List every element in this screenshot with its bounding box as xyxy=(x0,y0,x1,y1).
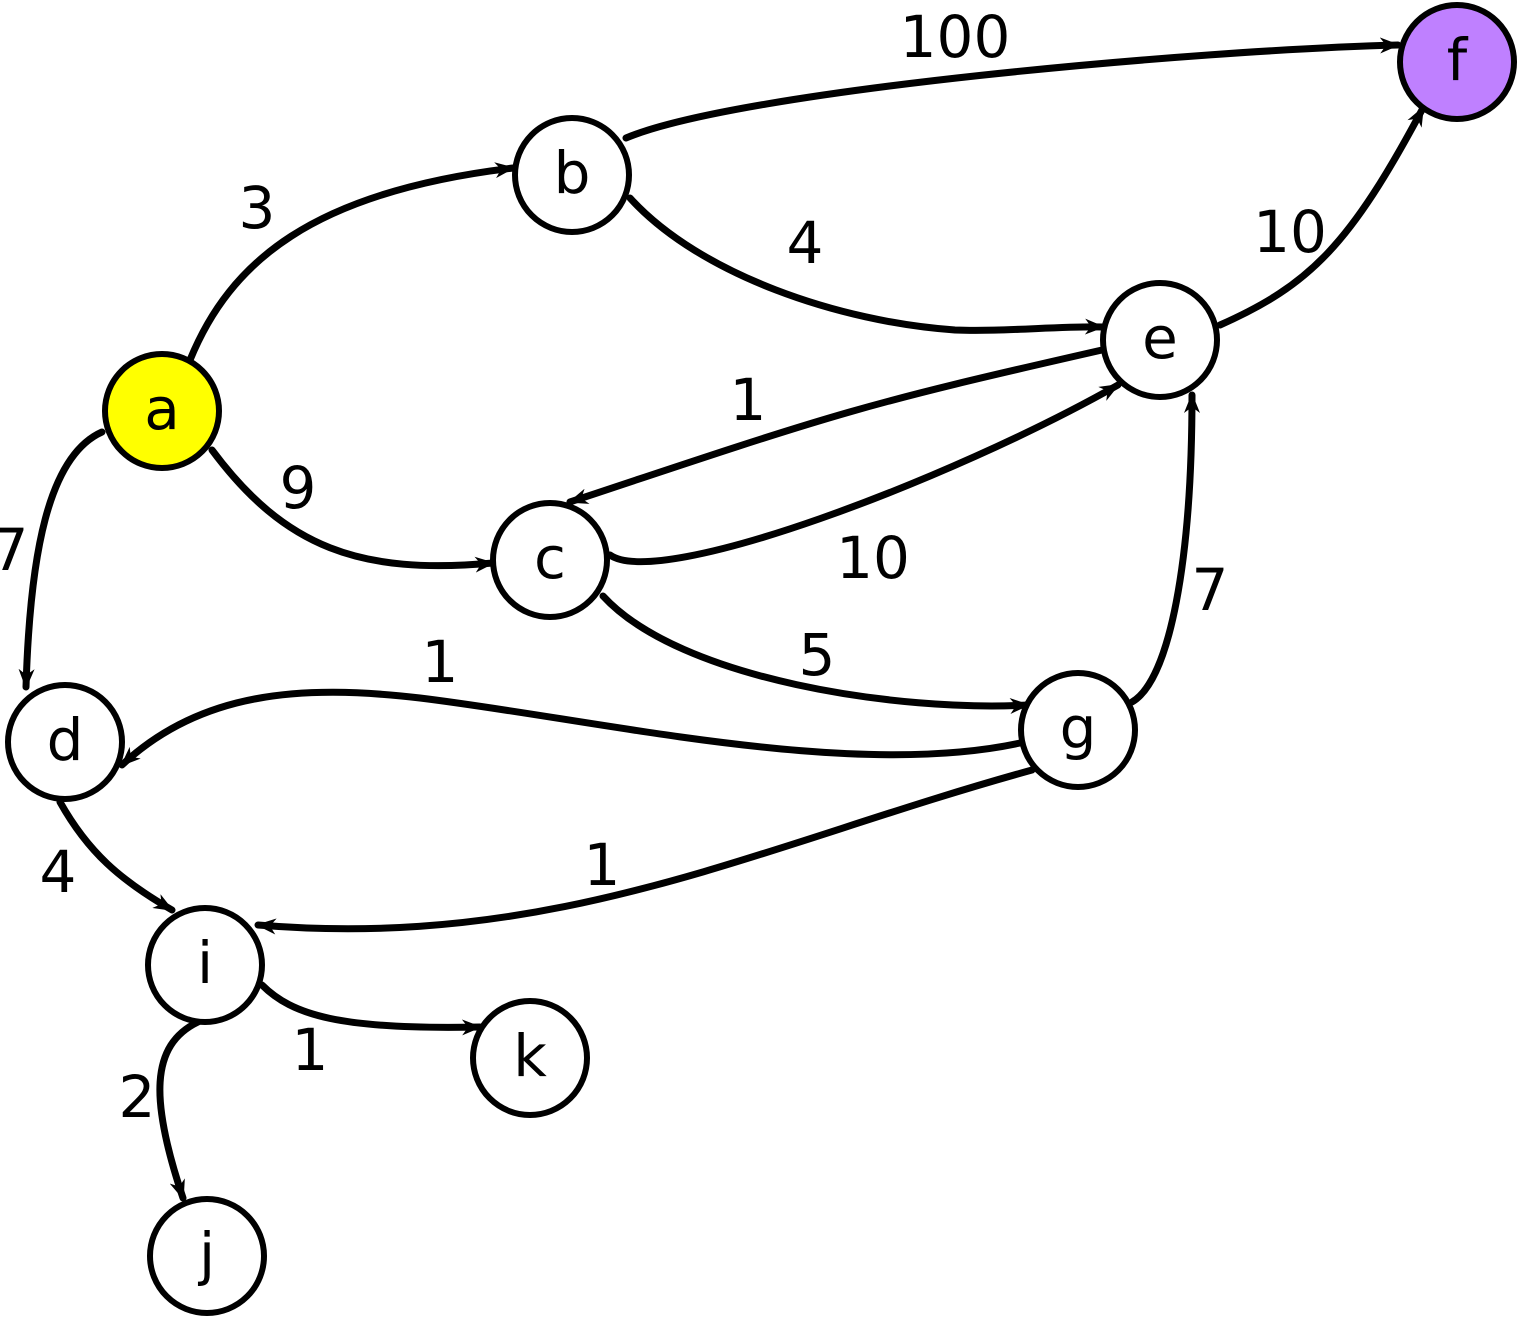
node-k: k xyxy=(470,998,590,1118)
node-circle-i xyxy=(145,905,265,1025)
edge-weight-g-i: 1 xyxy=(584,831,621,899)
edge-c-g xyxy=(599,592,1032,714)
edge-weight-g-e: 7 xyxy=(1192,556,1229,624)
edge-e-c xyxy=(566,346,1106,506)
node-circle-g xyxy=(1018,670,1138,790)
node-circle-f xyxy=(1397,2,1517,122)
edge-b-e xyxy=(626,194,1107,335)
edge-weight-a-d: 7 xyxy=(0,516,28,584)
node-circle-c xyxy=(490,500,610,620)
edge-weight-i-k: 1 xyxy=(292,1016,329,1084)
edge-i-j xyxy=(156,1018,202,1202)
edge-a-d xyxy=(18,428,106,691)
node-label-e: e xyxy=(1142,304,1178,372)
node-label-c: c xyxy=(534,524,566,592)
node-j: j xyxy=(147,1196,267,1316)
edge-weight-e-f: 10 xyxy=(1253,198,1327,266)
node-label-g: g xyxy=(1060,694,1097,762)
node-b: b xyxy=(512,115,632,235)
node-label-j: j xyxy=(197,1220,215,1288)
edge-weight-a-c: 9 xyxy=(280,454,317,522)
node-circle-k xyxy=(470,998,590,1118)
edge-g-e xyxy=(1128,391,1200,706)
edge-weight-e-c: 1 xyxy=(730,366,767,434)
edge-weight-b-e: 4 xyxy=(787,209,824,277)
edge-weight-i-j: 2 xyxy=(119,1063,156,1131)
nodes-layer: a b c d e f g i j k xyxy=(5,2,1517,1316)
edge-g-d xyxy=(118,688,1024,769)
edge-a-b xyxy=(186,162,517,364)
edges-layer xyxy=(18,37,1427,1202)
node-e: e xyxy=(1100,280,1220,400)
edge-b-f xyxy=(622,37,1402,142)
node-g: g xyxy=(1018,670,1138,790)
edge-e-f xyxy=(1216,104,1427,329)
node-f: f xyxy=(1397,2,1517,122)
edge-c-e xyxy=(606,381,1122,566)
node-label-a: a xyxy=(144,375,180,443)
node-circle-b xyxy=(512,115,632,235)
edge-weight-c-g: 5 xyxy=(799,621,836,689)
edge-weight-a-b: 3 xyxy=(239,174,276,242)
node-label-k: k xyxy=(513,1022,547,1090)
node-d: d xyxy=(5,682,125,802)
edge-weight-d-i: 4 xyxy=(40,838,77,906)
node-circle-e xyxy=(1100,280,1220,400)
node-circle-a xyxy=(102,351,222,471)
node-label-f: f xyxy=(1447,26,1469,94)
edge-i-k xyxy=(258,981,484,1036)
edge-a-c xyxy=(208,446,497,573)
edge-weight-b-f: 100 xyxy=(900,3,1011,71)
edge-g-i xyxy=(254,766,1036,935)
node-a: a xyxy=(102,351,222,471)
node-i: i xyxy=(145,905,265,1025)
node-c: c xyxy=(490,500,610,620)
edge-weight-g-d: 1 xyxy=(422,628,459,696)
edge-d-i xyxy=(56,798,176,914)
node-label-i: i xyxy=(197,929,213,997)
node-label-b: b xyxy=(554,139,591,207)
node-circle-j xyxy=(147,1196,267,1316)
edge-weight-c-e: 10 xyxy=(836,524,910,592)
node-label-d: d xyxy=(47,706,84,774)
node-circle-d xyxy=(5,682,125,802)
